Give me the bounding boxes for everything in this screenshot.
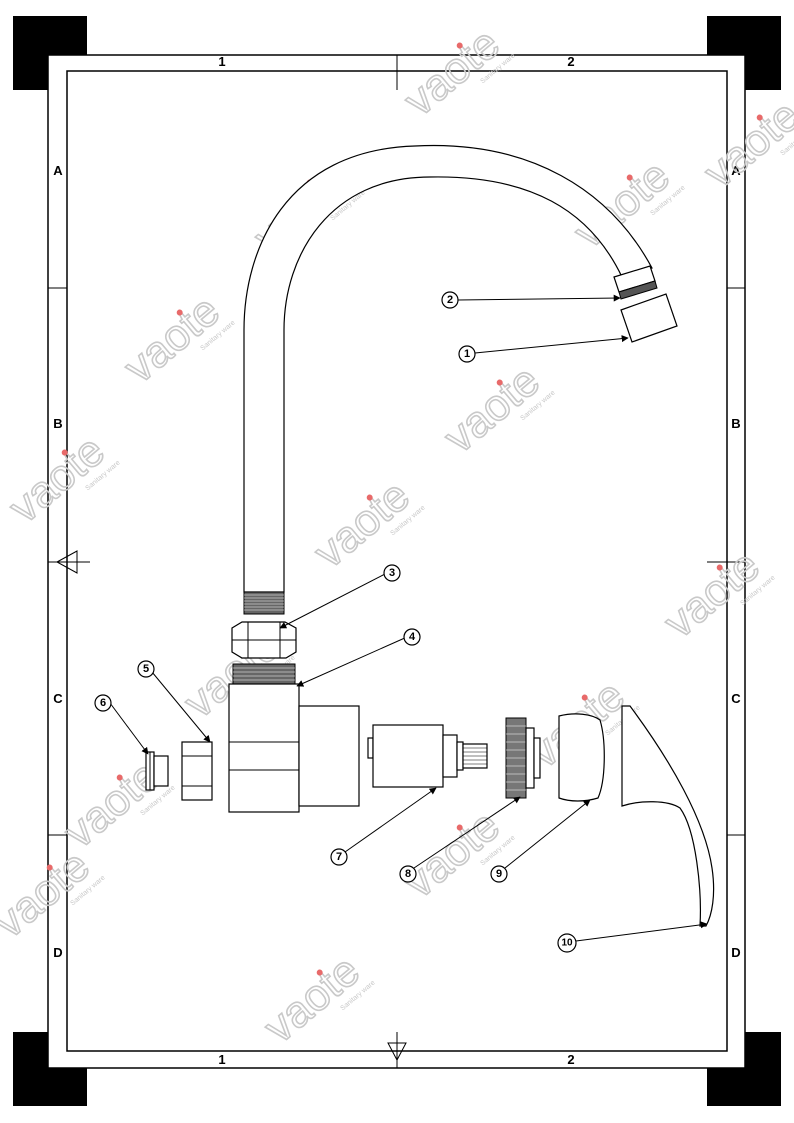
callout-1: 1 [458, 345, 476, 363]
watermark-dot [716, 564, 723, 571]
callout-3: 3 [383, 564, 401, 582]
leader-2 [457, 294, 621, 302]
part-valve-body [228, 663, 360, 813]
part-gasket [145, 751, 169, 791]
watermark-dot [176, 309, 183, 316]
watermark-dot [496, 379, 503, 386]
part-cartridge [367, 724, 488, 788]
watermark-dot [456, 42, 463, 49]
part-nut [181, 741, 213, 801]
callout-label-2: 2 [447, 294, 453, 306]
leader-6 [109, 702, 149, 755]
row-label-left-c: C [53, 691, 63, 706]
callout-4: 4 [403, 628, 421, 646]
leader-8 [413, 796, 521, 869]
row-label-right-d: D [731, 945, 740, 960]
part-spout [243, 144, 658, 615]
callout-label-4: 4 [409, 631, 416, 643]
leader-9 [504, 799, 591, 869]
leader-1 [474, 335, 629, 354]
row-label-right-c: C [731, 691, 741, 706]
part-threaded-ring [505, 717, 541, 799]
bottom-centering-triangle-icon [387, 1042, 407, 1062]
leader-4 [296, 636, 408, 687]
spout-base-thread [243, 591, 285, 615]
column-label-bottom-1: 1 [218, 1052, 225, 1067]
leader-10 [575, 921, 708, 942]
part-cap [558, 713, 605, 802]
column-label-top-1: 1 [218, 54, 225, 69]
part-hex-nut [231, 621, 297, 659]
row-label-right-a: A [731, 163, 741, 178]
callout-label-3: 3 [389, 567, 395, 579]
watermark-dot [46, 864, 53, 871]
callout-label-10: 10 [561, 938, 573, 949]
callout-2: 2 [441, 291, 459, 309]
callout-6: 6 [94, 694, 112, 712]
part-aerator [620, 293, 678, 343]
callout-label-5: 5 [143, 663, 149, 675]
callout-label-7: 7 [336, 851, 342, 863]
callout-9: 9 [490, 865, 508, 883]
watermark-dot [626, 174, 633, 181]
watermark-dot [316, 969, 323, 976]
callout-5: 5 [137, 660, 155, 678]
row-label-left-d: D [53, 945, 62, 960]
watermark-dot [456, 824, 463, 831]
row-label-left-b: B [53, 416, 62, 431]
left-centering-triangle-icon [55, 550, 78, 574]
callout-label-1: 1 [464, 348, 470, 360]
watermark-dot [756, 114, 763, 121]
callout-8: 8 [399, 865, 417, 883]
row-label-right-b: B [731, 416, 740, 431]
watermark-dot [61, 449, 68, 456]
leader-lines [109, 294, 708, 942]
callout-label-8: 8 [405, 868, 411, 880]
row-label-left-a: A [53, 163, 63, 178]
column-label-bottom-2: 2 [567, 1052, 574, 1067]
watermark-dot [366, 494, 373, 501]
leader-5 [151, 671, 211, 743]
leader-3 [279, 573, 386, 629]
watermark-dot [116, 774, 123, 781]
leader-7 [344, 787, 437, 853]
callout-label-9: 9 [496, 868, 502, 880]
watermark-dot [581, 694, 588, 701]
callout-7: 7 [330, 848, 348, 866]
column-label-top-2: 2 [567, 54, 574, 69]
callout-10: 10 [557, 933, 577, 953]
callout-label-6: 6 [100, 697, 106, 709]
